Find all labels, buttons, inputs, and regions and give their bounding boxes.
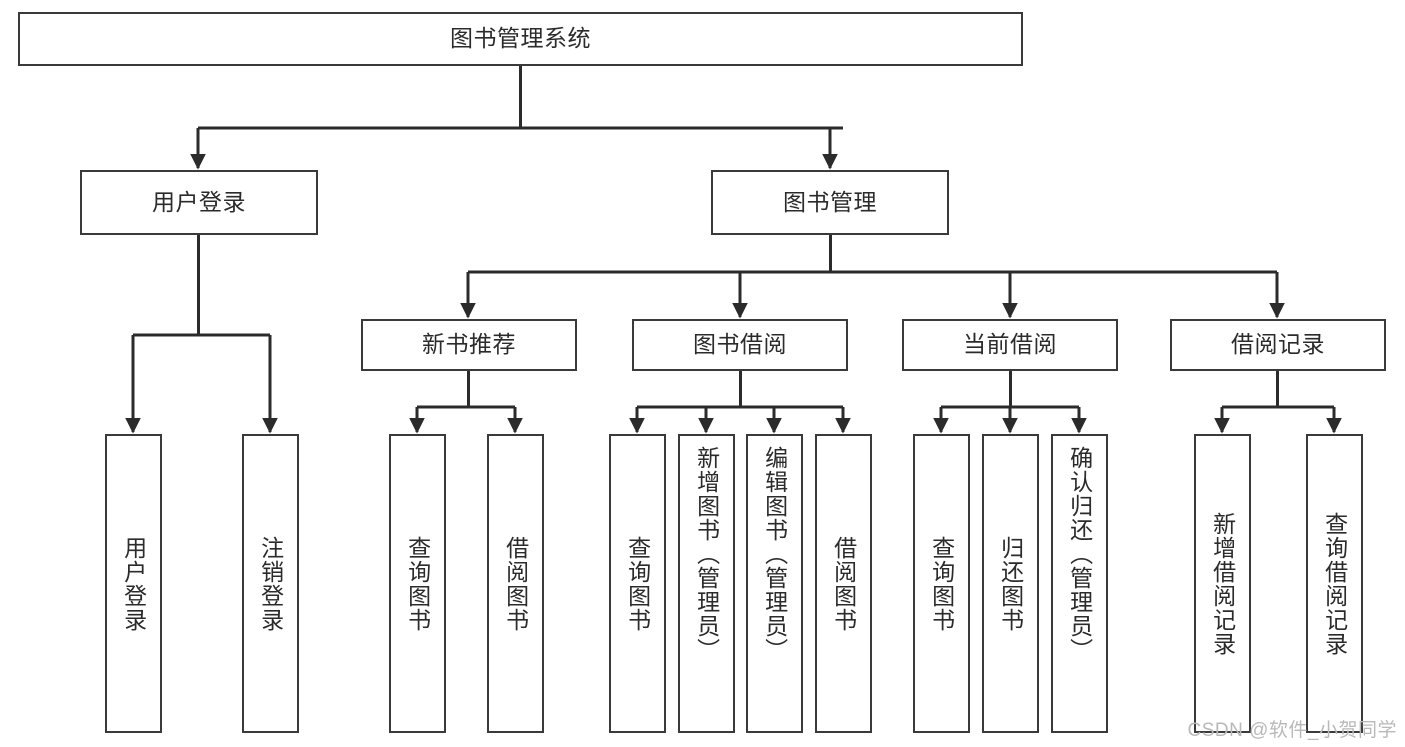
leaf-add-record[interactable]: 新增借阅记录 <box>1194 434 1251 733</box>
leaf-confirm-return[interactable]: 确认归还（管理员） <box>1051 434 1108 733</box>
leaf-user-login[interactable]: 用户登录 <box>105 434 162 733</box>
leaf-logout-login-label: 注销登录 <box>257 535 284 632</box>
node-root-label: 图书管理系统 <box>450 25 591 52</box>
leaf-edit-book[interactable]: 编辑图书（管理员） <box>746 434 803 733</box>
leaf-query-book-3-label: 查询图书 <box>928 535 955 632</box>
node-book-borrow-label: 图书借阅 <box>693 331 787 358</box>
leaf-borrow-book-2[interactable]: 借阅图书 <box>815 434 872 733</box>
node-borrow-record[interactable]: 借阅记录 <box>1170 319 1386 371</box>
leaf-query-book-3[interactable]: 查询图书 <box>913 434 970 733</box>
leaf-query-book-2-label: 查询图书 <box>624 535 651 632</box>
node-new-book-recommend-label: 新书推荐 <box>422 331 516 358</box>
node-new-book-recommend[interactable]: 新书推荐 <box>361 319 577 371</box>
leaf-add-record-label: 新增借阅记录 <box>1209 511 1236 656</box>
leaf-add-book[interactable]: 新增图书（管理员） <box>678 434 735 733</box>
node-root[interactable]: 图书管理系统 <box>18 12 1023 66</box>
leaf-borrow-book-1[interactable]: 借阅图书 <box>487 434 544 733</box>
node-book-borrow[interactable]: 图书借阅 <box>632 319 848 371</box>
leaf-borrow-book-2-label: 借阅图书 <box>830 535 857 632</box>
leaf-query-book-1-label: 查询图书 <box>404 535 431 632</box>
leaf-add-book-label: 新增图书（管理员） <box>693 446 720 662</box>
node-current-borrow-label: 当前借阅 <box>963 331 1057 358</box>
node-user-login[interactable]: 用户登录 <box>80 170 318 235</box>
leaf-query-book-1[interactable]: 查询图书 <box>389 434 446 733</box>
watermark: CSDN @软件_小贺同学 <box>1187 720 1397 741</box>
node-book-management[interactable]: 图书管理 <box>711 170 949 235</box>
node-current-borrow[interactable]: 当前借阅 <box>902 319 1118 371</box>
leaf-logout-login[interactable]: 注销登录 <box>242 434 299 733</box>
node-book-management-label: 图书管理 <box>783 188 877 215</box>
leaf-return-book-label: 归还图书 <box>997 535 1024 632</box>
leaf-query-record-label: 查询借阅记录 <box>1321 511 1348 656</box>
node-borrow-record-label: 借阅记录 <box>1231 331 1325 358</box>
node-user-login-label: 用户登录 <box>152 188 246 215</box>
leaf-query-record[interactable]: 查询借阅记录 <box>1306 434 1363 733</box>
leaf-return-book[interactable]: 归还图书 <box>982 434 1039 733</box>
leaf-user-login-label: 用户登录 <box>120 535 147 632</box>
leaf-edit-book-label: 编辑图书（管理员） <box>761 446 788 662</box>
leaf-confirm-return-label: 确认归还（管理员） <box>1066 446 1093 662</box>
leaf-query-book-2[interactable]: 查询图书 <box>609 434 666 733</box>
leaf-borrow-book-1-label: 借阅图书 <box>502 535 529 632</box>
